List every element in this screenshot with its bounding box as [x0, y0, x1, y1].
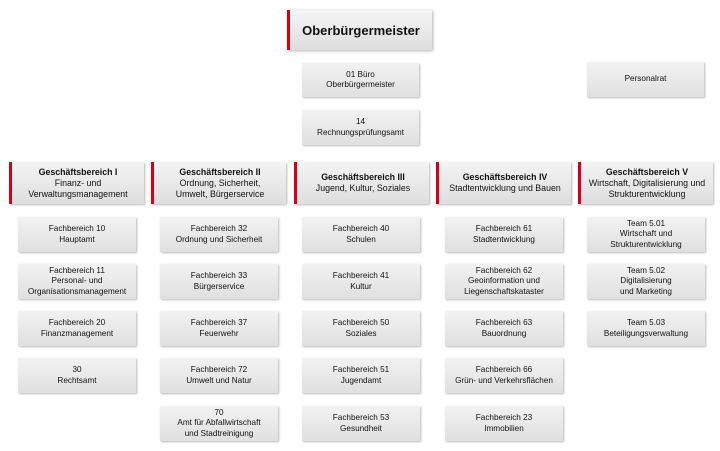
unit-line: Team 5.02 [626, 265, 666, 275]
division-subtitle: Strukturentwicklung [608, 188, 686, 199]
rechnung-line-2: Rechnungsprüfungsamt [317, 127, 404, 137]
division-subtitle: Umwelt, Bürgerservice [175, 188, 265, 199]
unit-line: Liegenschaftskataster [464, 286, 544, 296]
unit-line: Schulen [346, 234, 376, 244]
division-subtitle: Ordnung, Sicherheit, [179, 177, 261, 188]
unit-line: Fachbereich 53 [332, 413, 390, 422]
division-title: Geschäftsbereich IV [462, 172, 548, 182]
buero-line-1: 01 Büro [346, 69, 375, 79]
unit-line: 70 [214, 407, 224, 417]
division-title: Geschäftsbereich III [321, 172, 405, 182]
unit-line: Geoinformation und [468, 276, 540, 286]
unit-line: Digitalisierung [620, 276, 672, 286]
unit-line: Fachbereich 20 [48, 318, 106, 327]
buero-line-2: Oberbürgermeister [326, 80, 395, 89]
unit-line: Fachbereich 40 [332, 224, 390, 233]
unit-line: Rechtsamt [57, 375, 97, 385]
unit-line: Fachbereich 10 [48, 224, 106, 233]
unit-line: Fachbereich 51 [332, 365, 390, 374]
unit-line: Jugendamt [340, 375, 382, 385]
mayor-box: Oberbürgermeister [287, 10, 432, 50]
unit-line: Fachbereich 62 [475, 265, 533, 275]
unit-line: Bauordnung [481, 328, 527, 338]
rechnungspruefungsamt-box: 14 Rechnungsprüfungsamt [302, 110, 419, 145]
unit-line: Fachbereich 61 [475, 224, 533, 233]
unit-line: Hauptamt [59, 234, 95, 244]
unit-line: Fachbereich 72 [190, 365, 248, 374]
unit-line: Team 5.03 [626, 318, 666, 327]
unit-line: 30 [72, 365, 82, 374]
unit-line: Feuerwehr [199, 328, 239, 338]
division-title: Geschäftsbereich II [179, 166, 261, 177]
unit-line: und Stadtreinigung [184, 428, 254, 438]
unit-line: Fachbereich 11 [49, 265, 105, 275]
division-subtitle: Finanz- und [54, 177, 102, 188]
unit-line: Fachbereich 37 [190, 318, 248, 327]
division-subtitle: Verwaltungsmanagement [28, 188, 128, 199]
division-title: Geschäftsbereich I [38, 166, 118, 177]
unit-line: Gesundheit [340, 423, 382, 433]
unit-line: Stadtentwicklung [473, 234, 535, 244]
unit-line: Amt für Abfallwirtschaft [177, 418, 261, 428]
unit-line: Fachbereich 23 [475, 413, 533, 422]
unit-line: Ordnung und Sicherheit [175, 234, 263, 244]
unit-line: Wirtschaft und [619, 229, 673, 239]
unit-line: Strukturentwicklung [610, 239, 682, 249]
unit-line: Team 5.01 [626, 218, 666, 228]
personalrat-box: Personalrat [587, 62, 704, 97]
unit-line: Umwelt und Natur [186, 375, 252, 385]
unit-line: Fachbereich 66 [475, 365, 533, 374]
unit-line: Fachbereich 50 [332, 318, 390, 327]
rechnung-line-1: 14 [355, 117, 366, 126]
unit-line: Fachbereich 63 [475, 318, 533, 327]
division-subtitle: Wirtschaft, Digitalisierung und [588, 177, 706, 188]
unit-line: Fachbereich 32 [190, 224, 248, 233]
division-subtitle: Stadtentwicklung und Bauen [449, 183, 561, 193]
unit-line: Fachbereich 33 [190, 271, 248, 280]
personalrat-line-1: Personalrat [624, 74, 667, 84]
division-subtitle: Jugend, Kultur, Soziales [315, 183, 411, 193]
unit-line: Personal- und [51, 276, 103, 286]
unit-line: Fachbereich 41 [332, 271, 390, 280]
unit-line: Soziales [345, 328, 377, 338]
unit-line: Organisationsmanagement [27, 286, 127, 296]
unit-line: Immobilien [484, 423, 524, 433]
unit-line: Grün- und Verkehrsflächen [455, 375, 553, 385]
division-title: Geschäftsbereich V [605, 166, 689, 177]
unit-line: Beteiligungsverwaltung [603, 328, 689, 338]
mayor-title: Oberbürgermeister [302, 22, 420, 38]
unit-line: und Marketing [620, 286, 672, 296]
unit-line: Kultur [350, 281, 372, 291]
unit-line: Finanzmanagement [40, 328, 114, 338]
buero-box: 01 Büro Oberbürgermeister [302, 63, 419, 97]
unit-line: Bürgerservice [193, 281, 245, 291]
